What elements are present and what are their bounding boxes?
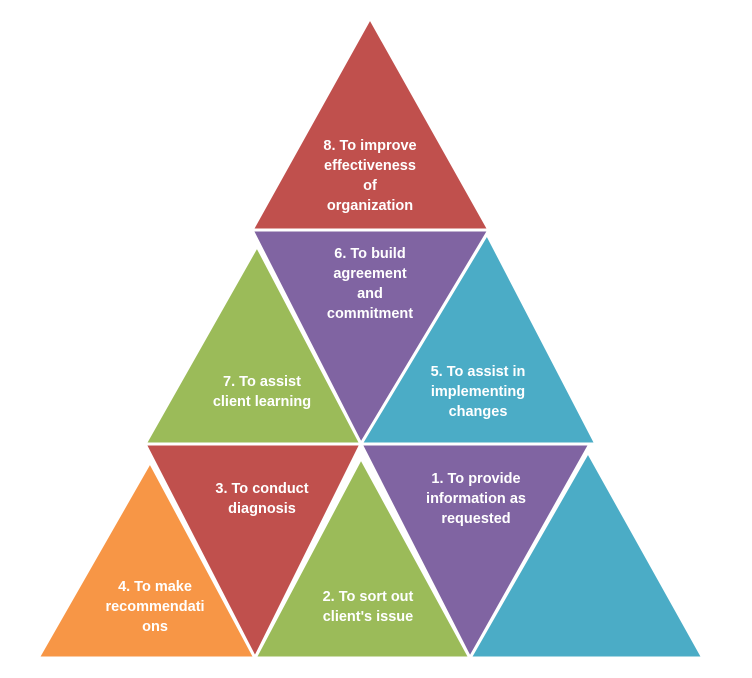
triangle-blank [467,448,706,660]
label-4: 4. To make recommendati ons [105,579,205,635]
label-7: 7. To assist client learning [212,374,312,410]
triangle-2 [252,454,473,660]
triangle-3 [142,442,364,662]
label-3: 3. To conduct diagnosis [215,481,309,517]
label-2: 2. To sort out client's issue [322,589,414,625]
label-5: 5. To assist in implementing changes [430,364,526,420]
label-8: 8. To improve effectiveness of organizat… [323,138,417,214]
triangle-4 [35,458,258,660]
label-6: 6. To build agreement and commitment [326,246,414,322]
label-1: 1. To provide information as requested [426,471,526,527]
